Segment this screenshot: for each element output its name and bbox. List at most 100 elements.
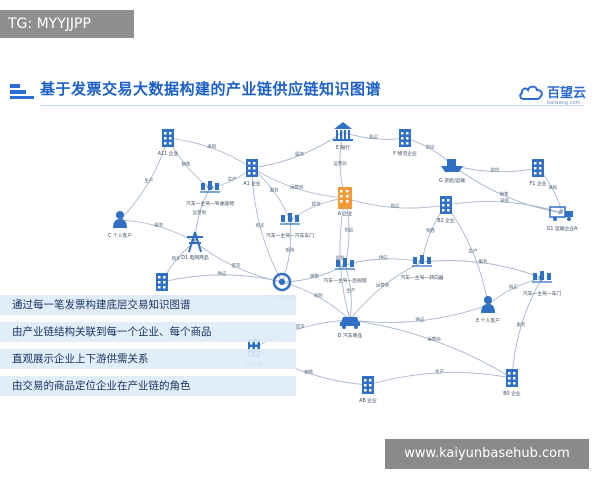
graph-node-p2: 汽车—主驾—汽车车门: [266, 213, 314, 239]
ship-icon: [441, 159, 463, 172]
building-icon: [440, 196, 452, 214]
person-icon: [113, 211, 127, 228]
edge-label: 提货: [232, 262, 241, 269]
edge-label: 供应: [415, 316, 424, 323]
edge-label: 供应: [379, 254, 388, 261]
node-label: A 企业: [338, 210, 353, 217]
edge-label: 供应: [426, 144, 435, 151]
graph-node-c: C 个人客户: [108, 211, 132, 239]
graph-node-p5: 汽车—主驾—车门: [523, 271, 562, 297]
graph-edge: [251, 167, 283, 283]
building-icon: [156, 273, 168, 291]
graph-edge: [349, 318, 513, 379]
graph-edge: [511, 277, 543, 379]
callout-2: 由产业链结构关联到每一个企业、每个商品: [0, 322, 296, 342]
bank-icon: [333, 122, 353, 141]
building-icon: [532, 159, 544, 177]
graph-node-a1: A1 企业: [243, 159, 261, 187]
building-icon: [362, 376, 374, 394]
edge-label: 提货: [312, 201, 321, 208]
graph-edge: [445, 204, 490, 306]
edge-label: 销售: [310, 272, 319, 279]
node-label: F 物流企业: [393, 150, 417, 157]
edge-label: 服务: [270, 187, 279, 194]
graph-edge: [251, 167, 346, 200]
edge-label: 销售: [426, 227, 435, 234]
edge-label: 服务: [154, 222, 163, 229]
product-icon: [280, 213, 300, 225]
product-icon: [200, 181, 220, 193]
node-label: E 个人客户: [476, 317, 500, 324]
callout-3: 直观展示企业上下游供需关系: [0, 349, 296, 369]
watermark-bottom: www.kaiyunbasehub.com: [385, 439, 589, 469]
edge-label: 销售: [500, 191, 509, 198]
product-icon: [335, 258, 355, 270]
node-label: 汽车—主驾—驾驶座椅: [186, 200, 234, 207]
node-label: AB 企业: [359, 397, 377, 404]
graph-node-ab: AB 企业: [359, 376, 377, 404]
graph-edge: [349, 261, 423, 321]
callout-1: 通过每一笔发票构建底层交易知识图谱: [0, 295, 296, 315]
graph-node-p1: 汽车—主驾—驾驶座椅: [186, 181, 234, 207]
edge-label: 供应: [345, 227, 354, 234]
graph-edge: [451, 164, 563, 215]
graph-edge: [339, 197, 352, 321]
graph-node-b0: B0 企业: [503, 369, 521, 397]
graph-edge: [281, 219, 292, 283]
graph-edge: [367, 372, 513, 386]
node-label: 汽车—主驾—转向器: [400, 274, 443, 281]
graph-node-e2: E 个人客户: [476, 296, 500, 324]
graph-edge: [344, 197, 447, 209]
building-icon: [506, 369, 518, 387]
graph-edge: [281, 264, 346, 283]
edge-label: 采购: [207, 143, 216, 150]
graph-node-f: F 物流企业: [393, 129, 417, 157]
node-label: D 汽车商品: [338, 332, 363, 339]
node-label: A1 企业: [243, 180, 261, 187]
node-label: B2 企业: [437, 217, 455, 224]
edge-label: 运营商: [193, 209, 207, 216]
cloud-icon: [519, 85, 543, 100]
edge-label: 采购: [500, 197, 509, 204]
edge-label: 购买: [391, 203, 400, 210]
car-icon: [340, 317, 360, 329]
title-divider: [40, 105, 584, 106]
product-icon: [412, 255, 432, 267]
node-label: C 个人客户: [108, 232, 132, 239]
graph-edge: [349, 304, 489, 323]
node-label: 汽车—主驾—后视镜: [323, 277, 366, 284]
graph-node-g1: G1 运输企业A: [547, 206, 578, 232]
edge-label: 运营商: [333, 160, 347, 167]
building-icon: [246, 159, 258, 177]
node-label: 汽车—主驾—汽车车门: [266, 232, 314, 239]
edge-label: 购买: [369, 134, 378, 141]
edge-label: 提货: [336, 254, 345, 261]
title-decoration: [10, 84, 34, 99]
edge-label: 销售: [304, 368, 313, 375]
graph-node-p3: 汽车—主驾—后视镜: [323, 258, 367, 284]
tower-icon: [187, 231, 203, 253]
watermark-top: TG: MYYJJPP: [0, 10, 134, 38]
node-label: D1 电网商品: [181, 254, 209, 261]
graph-edge: [194, 241, 283, 284]
node-label: B0 企业: [503, 390, 521, 397]
graph-edge: [253, 319, 351, 349]
graph-edge: [251, 131, 344, 170]
building-main-icon: [338, 187, 352, 209]
node-label: A11 企业: [158, 150, 179, 157]
graph-node-b2: B2 企业: [437, 196, 455, 224]
graph-edge: [421, 260, 543, 279]
graph-node-d: D 汽车商品: [338, 317, 363, 339]
page-title: 基于发票交易大数据构建的产业链供应链知识图谱: [40, 80, 382, 98]
edge-label: 购买: [256, 222, 265, 229]
node-label: G 货船/运输: [439, 177, 465, 184]
node-label: 汽车—主驾—车门: [523, 290, 562, 297]
graph-edge: [167, 137, 253, 169]
graph-node-a11: A11 企业: [158, 129, 179, 157]
edge-label: 生产: [435, 368, 444, 375]
edge-label: 采购: [285, 246, 294, 253]
edge-label: 生产: [228, 176, 237, 183]
edge-label: 服务: [478, 258, 487, 265]
truck-icon: [549, 206, 573, 221]
